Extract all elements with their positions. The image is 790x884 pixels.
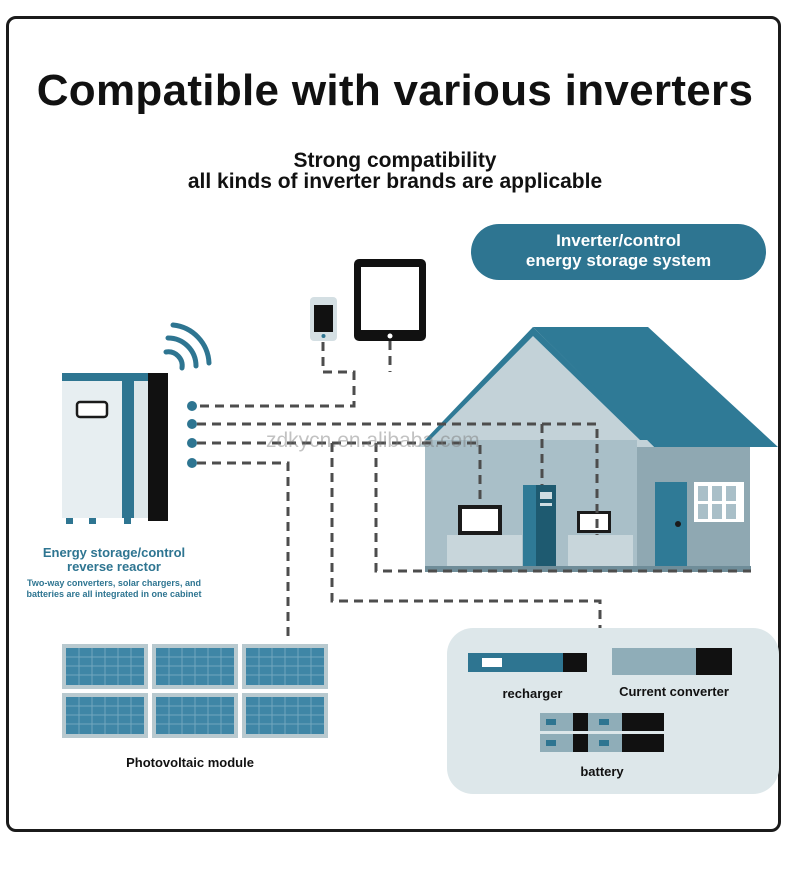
phone-icon xyxy=(310,297,337,341)
photovoltaic-panels xyxy=(62,644,328,738)
house-illustration xyxy=(418,327,778,572)
wifi-signal-icon xyxy=(163,322,212,371)
page-title: Compatible with various inverters xyxy=(36,66,754,115)
battery-device xyxy=(540,713,664,752)
system-badge-line-1: Inverter/control xyxy=(556,231,681,250)
system-badge-text: Inverter/control energy storage system xyxy=(471,231,766,271)
subtitle-line-1: Strong compatibility xyxy=(293,149,497,172)
cabinet-description: Two-way converters, solar chargers, and … xyxy=(0,578,228,600)
system-badge xyxy=(471,224,766,280)
converter-label: Current converter xyxy=(619,684,729,699)
converter-device xyxy=(612,648,732,675)
tablet-icon xyxy=(354,259,426,341)
watermark: zdkycn.en.alibaba.com xyxy=(266,429,480,452)
connector-dots xyxy=(187,401,197,468)
system-badge-line-2: energy storage system xyxy=(525,251,712,270)
cabinet-desc-line-1: Two-way converters, solar chargers, and xyxy=(27,578,201,588)
recharger-label: recharger xyxy=(502,686,563,701)
cabinet-desc-line-2: batteries are all integrated in one cabi… xyxy=(26,589,202,599)
dashed-wiring xyxy=(197,341,751,637)
cabinet-title-line-1: Energy storage/control xyxy=(42,545,186,560)
subtitle-line-2: all kinds of inverter brands are applica… xyxy=(187,170,603,193)
outer-frame xyxy=(6,16,781,832)
cabinet-title: Energy storage/control reverse reactor xyxy=(0,546,228,574)
cabinet-title-line-2: reverse reactor xyxy=(67,559,161,574)
pv-label: Photovoltaic module xyxy=(126,755,254,770)
storage-cabinet-illustration xyxy=(62,373,168,524)
battery-label: battery xyxy=(580,764,624,779)
recharger-device xyxy=(468,653,587,672)
